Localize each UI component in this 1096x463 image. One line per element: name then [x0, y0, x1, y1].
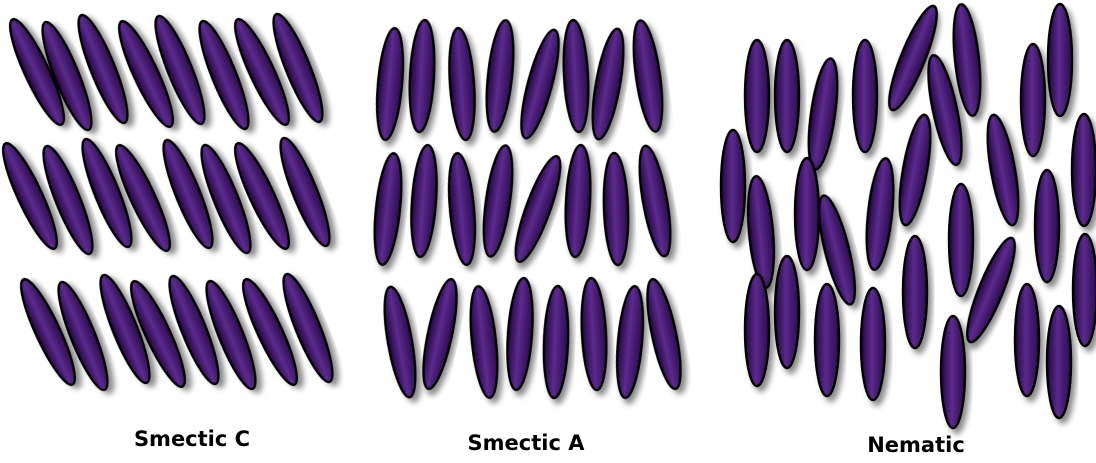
nematic-label: Nematic — [867, 433, 965, 457]
molecule-rod — [1047, 306, 1071, 418]
molecule-rod — [641, 277, 688, 392]
panel-nematic: Nematic — [721, 2, 1096, 457]
molecule-rod — [613, 285, 647, 399]
molecule-rod — [602, 153, 630, 266]
molecule-rod — [862, 157, 898, 271]
molecule-rod — [445, 152, 479, 266]
smectic-a-molecules — [370, 19, 687, 399]
molecule-rod — [745, 274, 769, 386]
molecule-rod — [373, 27, 407, 141]
molecule-rod — [941, 316, 965, 428]
molecule-rod — [628, 19, 667, 133]
smectic-a-label: Smectic A — [468, 431, 586, 455]
molecule-rod — [1048, 4, 1072, 116]
molecule-rod — [775, 40, 799, 152]
molecule-rod — [633, 144, 676, 258]
panel-smectic-a: Smectic A — [370, 19, 687, 455]
molecule-rod — [407, 19, 437, 132]
molecule-rod — [803, 57, 842, 171]
panel-smectic-c: Smectic C — [0, 10, 341, 451]
molecule-rod — [1021, 44, 1045, 156]
molecule-rod — [949, 184, 973, 296]
molecule-rod — [446, 27, 478, 140]
molecule-rod — [853, 40, 877, 152]
molecule-rod — [981, 113, 1024, 227]
molecule-rod — [861, 288, 885, 400]
molecule-rod — [514, 27, 566, 141]
molecule-rod — [478, 144, 517, 258]
smectic-c-molecules — [0, 10, 341, 395]
molecule-rod — [563, 144, 593, 257]
molecule-rod — [466, 285, 502, 399]
molecule-rod — [903, 236, 927, 348]
molecule-rod — [1072, 114, 1096, 226]
molecule-rod — [744, 175, 778, 289]
molecule-rod — [508, 152, 569, 265]
molecule-rod — [504, 277, 536, 390]
molecule-rod — [815, 284, 839, 396]
molecule-rod — [1073, 234, 1096, 346]
molecule-rod — [721, 130, 745, 242]
molecule-rod — [579, 277, 609, 390]
molecule-rod — [561, 19, 591, 132]
molecule-rod — [1035, 170, 1059, 282]
molecule-rod — [370, 152, 406, 266]
nematic-molecules — [721, 2, 1096, 428]
molecule-rod — [1015, 284, 1039, 396]
molecule-rod — [812, 193, 862, 307]
molecule-rod — [378, 285, 421, 399]
molecule-rod — [775, 256, 799, 368]
molecule-rod — [893, 113, 936, 227]
molecule-rod — [542, 286, 570, 399]
molecule-rod — [745, 40, 769, 152]
molecule-rod — [417, 277, 464, 392]
molecule-rod — [482, 19, 518, 133]
smectic-c-label: Smectic C — [134, 427, 250, 451]
molecule-rod — [408, 144, 440, 257]
molecule-rod — [795, 158, 819, 270]
molecule-rod — [586, 27, 629, 141]
